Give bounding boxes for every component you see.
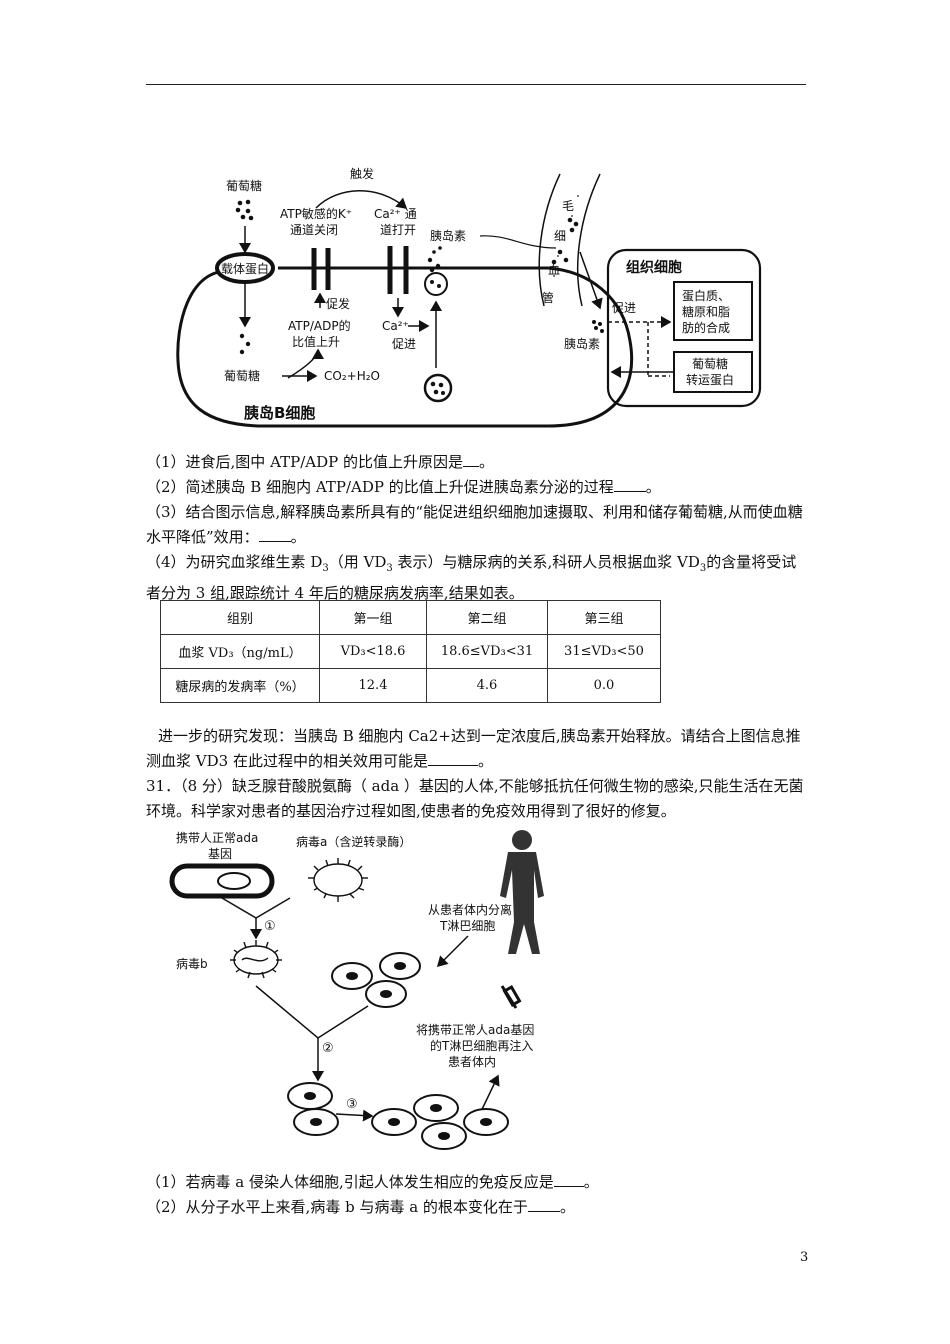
promote-label-ca: 促进 [392,337,416,351]
insulin-label-out: 胰岛素 [430,228,466,243]
trigger-label: 触发 [350,166,374,181]
virus-b [230,940,282,979]
tissue-cell [606,248,762,408]
vd3-table: 组别 第一组 第二组 第三组 血浆 VD₃（ng/mL） VD₃<18.6 18… [160,600,661,703]
virus-b-label: 病毒b [176,956,208,971]
svg-text:比值上升: 比值上升 [292,334,340,349]
promote-label-up: 促发 [326,296,350,311]
q31-2: （2）从分子水平上来看,病毒 b 与病毒 a 的根本变化在于。 [146,1198,575,1216]
header-rule [146,84,806,85]
glucose-label-top: 葡萄糖 [226,178,262,193]
glucose-dots-top [235,199,254,221]
step-3-label: ③ [346,1097,358,1112]
q30-further: 进一步的研究发现：当胰岛 B 细胞内 Ca2+达到一定浓度后,胰岛素开始释放。请… [146,727,801,770]
co2-h2o-label: CO₂+H₂O [324,369,380,383]
insulin-label-tissue: 胰岛素 [564,336,600,351]
q31-intro: 31．（8 分）缺乏腺苷酸脱氨酶（ ada ）基因的人体,不能够抵抗任何微生物的… [146,777,804,820]
capillary-char-2: 细 [554,229,566,243]
inject-label: 将携带正常人ada基因 [416,1022,534,1037]
vesicle-bottom [423,373,453,403]
ca-channel [387,246,409,294]
transporter-box [673,351,753,393]
capillary [538,173,601,307]
svg-text:糖原和脂: 糖原和脂 [682,304,730,319]
capillary-char-3: 血 [548,263,560,277]
virus-a-label: 病毒a（含逆转录酶） [296,834,411,849]
atp-k-channel-label: ATP敏感的K⁺ [280,206,352,221]
syringe-icon [500,985,522,1009]
vesicle-top [424,272,448,296]
glucose-dots-bottom [239,333,251,355]
synthesis-box [673,281,753,341]
q31-1: （1）若病毒 a 侵染人体细胞,引起人体发生相应的免疫反应是。 [146,1173,599,1191]
human-figure [500,830,544,954]
glucose-label-bottom: 葡萄糖 [224,368,260,383]
q30-3: （3）结合图示信息,解释胰岛素所具有的“能促进组织细胞加速摄取、利用和储存葡萄糖… [146,503,803,546]
t-cells-patient [331,952,421,1008]
virus-a [308,858,368,902]
page-number: 3 [800,1250,809,1265]
svg-text:葡萄糖: 葡萄糖 [692,356,728,371]
promote-label-tissue: 促进 [612,301,636,315]
svg-text:道打开: 道打开 [380,223,416,237]
table-header-row: 组别 第一组 第二组 第三组 [160,600,661,635]
svg-text:通道关闭: 通道关闭 [290,223,338,237]
carrier-protein [215,252,275,284]
table-row: 血浆 VD₃（ng/mL） VD₃<18.6 18.6≤VD₃<31 31≤VD… [160,634,661,669]
svg-text:的T淋巴细胞再注入: 的T淋巴细胞再注入 [430,1038,533,1053]
ca-ion-label: Ca²⁺ [382,319,409,333]
capillary-char-4: 管 [542,290,554,305]
b-cell-outline [176,266,634,428]
svg-text:患者体内: 患者体内 [448,1055,496,1069]
q30-4: （4）为研究血浆维生素 D3（用 VD3 表示）与糖尿病的关系,科研人员根据血浆… [146,553,797,602]
svg-text:基因: 基因 [208,847,232,861]
q30-1: （1）进食后,图中 ATP/ADP 的比值上升原因是。 [146,453,494,471]
gene-therapy-figure: 携带人正常ada 基因 病毒a（含逆转录酶） ① 病毒b 从患者体内分离 T淋巴… [168,826,588,1160]
carrier-bacteria-label: 携带人正常ada [176,830,258,845]
atp-adp-label: ATP/ADP的 [288,318,351,333]
table-row: 糖尿病的发病率（%） 12.4 4.6 0.0 [160,668,661,703]
insulin-secretion-figure: 胰岛B细胞 葡萄糖 载体蛋白 葡萄糖 CO₂+H₂O 触发 ATP敏感的K⁺ 通… [168,156,768,438]
carrier-label: 载体蛋白 [221,261,269,276]
svg-text:肪的合成: 肪的合成 [682,320,730,335]
step-2-label: ② [322,1041,334,1056]
b-cell-label: 胰岛B细胞 [244,404,315,422]
svg-text:T淋巴细胞: T淋巴细胞 [439,919,495,933]
ca-channel-label: Ca²⁺ 通 [374,207,417,221]
tissue-cell-label: 组织细胞 [626,259,682,276]
svg-text:蛋白质、: 蛋白质、 [682,288,730,303]
capillary-char-1: 毛 [562,199,574,213]
svg-text:转运蛋白: 转运蛋白 [686,372,734,387]
step-1-label: ① [264,919,276,934]
t-cells-modified-left [287,1082,339,1136]
q30-2: （2）简述胰岛 B 细胞内 ATP/ADP 的比值上升促进胰岛素分泌的过程。 [146,478,661,496]
isolate-label: 从患者体内分离 [428,902,512,917]
